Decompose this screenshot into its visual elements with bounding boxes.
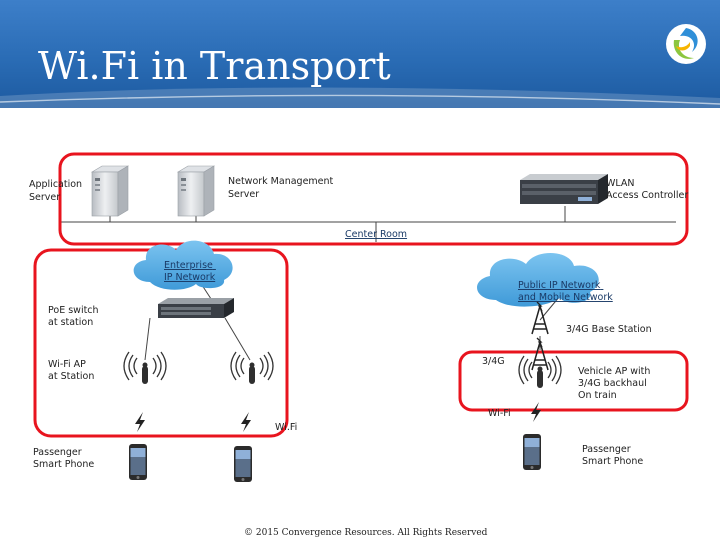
smartphone-icon xyxy=(234,446,252,482)
application-server-label: Application Server xyxy=(29,179,85,203)
wifi-antenna-icon xyxy=(518,355,562,389)
wifi-antenna-icon xyxy=(230,351,274,385)
rack-controller-icon xyxy=(520,174,608,204)
wifi-train-label: Wi-Fi xyxy=(488,408,511,419)
tower-server-icon xyxy=(177,165,215,217)
link-34g-label: 3/4G xyxy=(482,356,505,367)
vehicle-ap-label: Vehicle AP with 3/4G backhaul On train xyxy=(578,366,653,401)
cell-tower-icon xyxy=(531,337,549,371)
swirl-logo-icon xyxy=(666,24,706,64)
lightning-signal-icon xyxy=(135,412,145,432)
center-room-label: Center Room xyxy=(345,229,407,240)
wifi-ap-label: Wi-Fi AP at Station xyxy=(48,359,94,382)
smartphone-icon xyxy=(523,434,541,470)
switch-to-ap-right xyxy=(224,317,251,361)
passenger-right-label: Passenger Smart Phone xyxy=(582,444,643,467)
lightning-signal-icon xyxy=(241,412,251,432)
enterprise-network-cloud xyxy=(133,240,233,290)
center-room-highlight xyxy=(58,152,689,246)
wifi-station-label: Wi.Fi xyxy=(275,422,297,433)
poe-switch-label: PoE switch at station xyxy=(48,305,102,328)
slide-title: Wi.Fi in Transport xyxy=(38,44,391,88)
train-highlight xyxy=(458,350,689,412)
header-decoration xyxy=(0,87,720,108)
smartphone-icon xyxy=(129,444,147,480)
public-network-label: Public IP Network and Mobile Network xyxy=(518,280,613,303)
enterprise-network-label: Enterprise IP Network xyxy=(164,260,216,283)
network-switch-icon xyxy=(158,298,234,318)
base-station-label: 3/4G Base Station xyxy=(566,324,652,335)
lightning-signal-icon xyxy=(531,402,541,422)
switch-to-ap-left xyxy=(144,317,151,361)
title-bar: Wi.Fi in Transport xyxy=(0,0,720,108)
tower-server-icon xyxy=(91,165,129,217)
cell-tower-icon xyxy=(531,301,549,335)
public-network-cloud xyxy=(477,252,599,307)
wlan-controller-label: WLAN Access Controller xyxy=(606,178,688,201)
passenger-left-label: Passenger Smart Phone xyxy=(33,447,94,470)
network-management-server-label: Network Management Server xyxy=(228,176,336,200)
footer-copyright: © 2015 Convergence Resources. All Rights… xyxy=(244,528,488,538)
